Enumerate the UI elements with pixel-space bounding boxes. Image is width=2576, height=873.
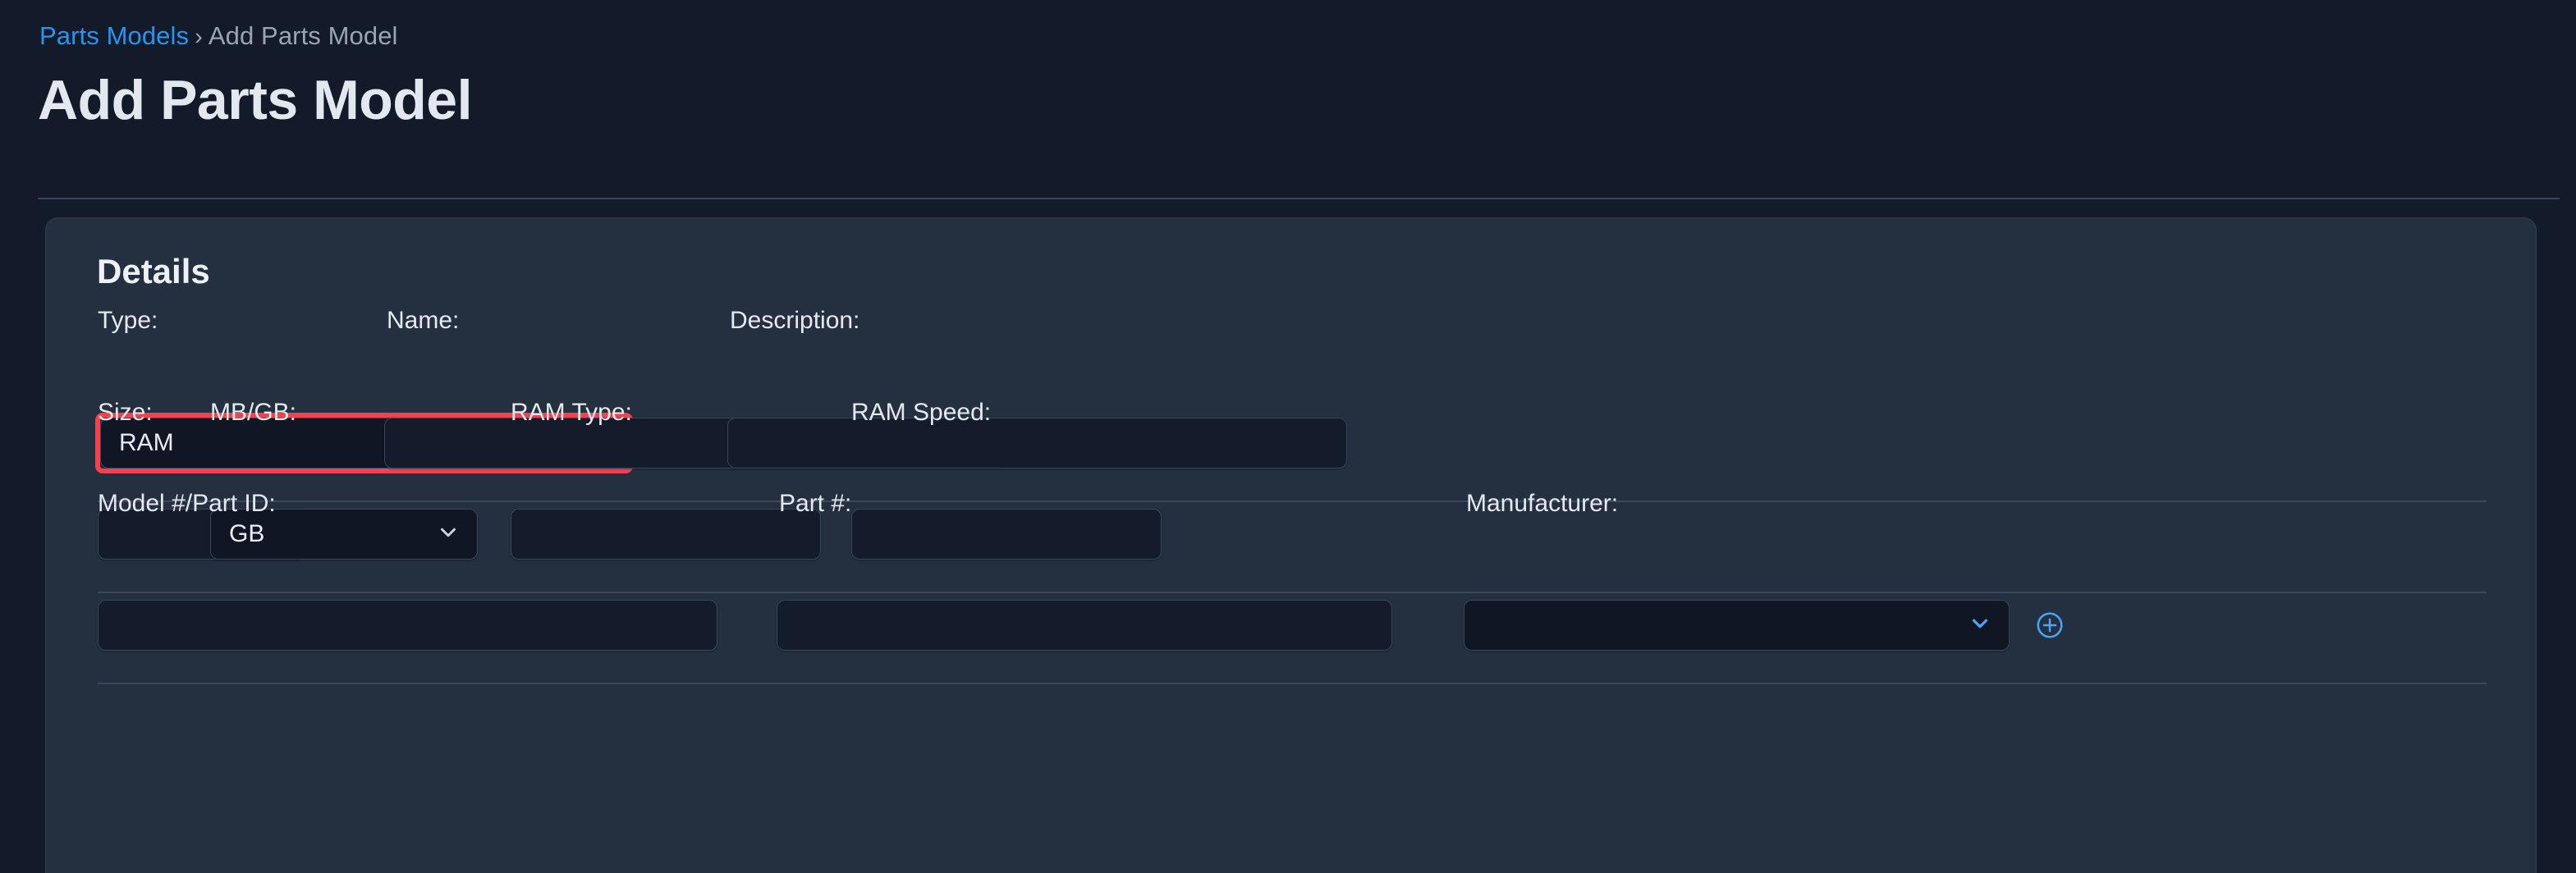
label-name: Name:: [387, 307, 460, 334]
page-title: Add Parts Model: [38, 69, 473, 131]
breadcrumb-separator-icon: ›: [195, 24, 203, 50]
label-size: Size:: [98, 399, 153, 426]
breadcrumb-link-parts-models[interactable]: Parts Models: [39, 21, 190, 50]
manufacturer-select[interactable]: [1464, 600, 2010, 651]
ram-type-input[interactable]: [511, 509, 821, 560]
label-type: Type:: [98, 307, 158, 334]
part-number-input[interactable]: [777, 600, 1392, 651]
label-manufacturer: Manufacturer:: [1466, 490, 1619, 517]
ram-speed-input[interactable]: [851, 509, 1162, 560]
label-model-part-id: Model #/Part ID:: [98, 490, 276, 517]
model-part-id-input[interactable]: [98, 600, 717, 651]
chevron-down-icon: [436, 520, 461, 549]
header-divider: [38, 198, 2560, 199]
label-part-number: Part #:: [779, 490, 852, 517]
type-select-value: RAM: [119, 431, 174, 455]
label-mb-gb: MB/GB:: [210, 399, 297, 426]
breadcrumb-current-add-parts-model: Add Parts Model: [208, 21, 398, 50]
label-ram-type: RAM Type:: [511, 399, 632, 426]
row-divider-2: [98, 592, 2487, 593]
label-ram-speed: RAM Speed:: [851, 399, 992, 426]
row-divider-1: [98, 500, 2487, 502]
add-manufacturer-button[interactable]: [2035, 610, 2065, 640]
mb-gb-select-value: GB: [229, 522, 265, 546]
label-description: Description:: [730, 307, 860, 334]
description-input[interactable]: [727, 418, 1347, 468]
details-card: Details Type: RAM Name: Description:: [45, 217, 2537, 873]
chevron-down-icon: [1968, 611, 1992, 640]
row-divider-3: [98, 683, 2487, 684]
breadcrumb: Parts Models›Add Parts Model: [39, 23, 398, 49]
card-title: Details: [97, 252, 210, 290]
mb-gb-select[interactable]: GB: [210, 509, 478, 560]
